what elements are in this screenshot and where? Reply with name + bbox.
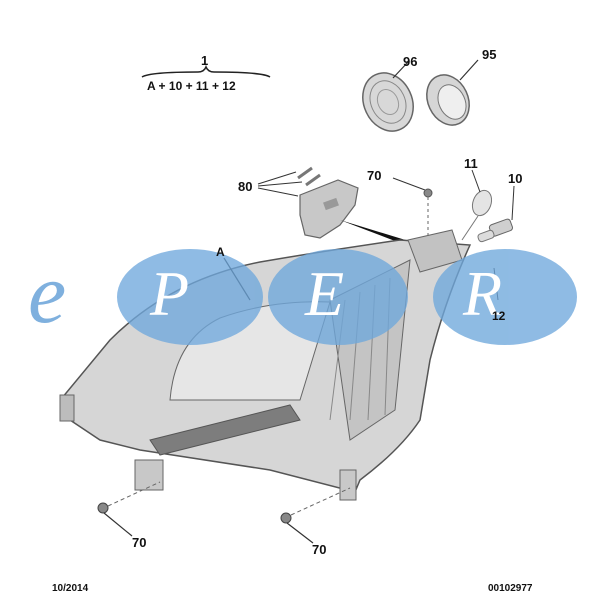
group-components: A + 10 + 11 + 12	[147, 79, 236, 93]
ring-95-icon	[426, 59, 479, 126]
callout-12[interactable]: 12	[492, 309, 506, 323]
watermark-circles	[117, 249, 577, 345]
footer-date: 10/2014	[52, 583, 89, 594]
screw-70-right-icon	[280, 487, 351, 544]
cap-96-icon	[362, 61, 414, 132]
watermark-letter-p: P	[150, 258, 190, 329]
bracket-80-icon	[257, 166, 359, 239]
screw-70-left-icon	[97, 481, 161, 537]
watermark-letter-e: e	[28, 245, 67, 341]
callout-95[interactable]: 95	[482, 47, 497, 62]
headlamp-body	[59, 229, 472, 501]
callout-11[interactable]: 11	[464, 156, 478, 171]
watermark-letter-e2: E	[305, 258, 345, 329]
screw-70-top-icon	[392, 177, 433, 240]
footer-reference: 00102977	[488, 583, 533, 594]
callout-70-top[interactable]: 70	[367, 168, 382, 183]
group-brace	[141, 64, 271, 78]
pointer-wedge	[340, 220, 412, 246]
callout-70-left[interactable]: 70	[132, 535, 147, 550]
callout-96[interactable]: 96	[403, 54, 418, 69]
bulb-10-icon	[477, 185, 515, 243]
bulb-11-icon	[461, 169, 493, 241]
callout-80[interactable]: 80	[238, 179, 253, 194]
callout-10[interactable]: 10	[508, 171, 523, 186]
group-number: 1	[201, 53, 209, 68]
callout-a[interactable]: A	[216, 245, 225, 259]
callout-70-right[interactable]: 70	[312, 542, 327, 557]
watermark-letter-r: R	[463, 258, 503, 329]
